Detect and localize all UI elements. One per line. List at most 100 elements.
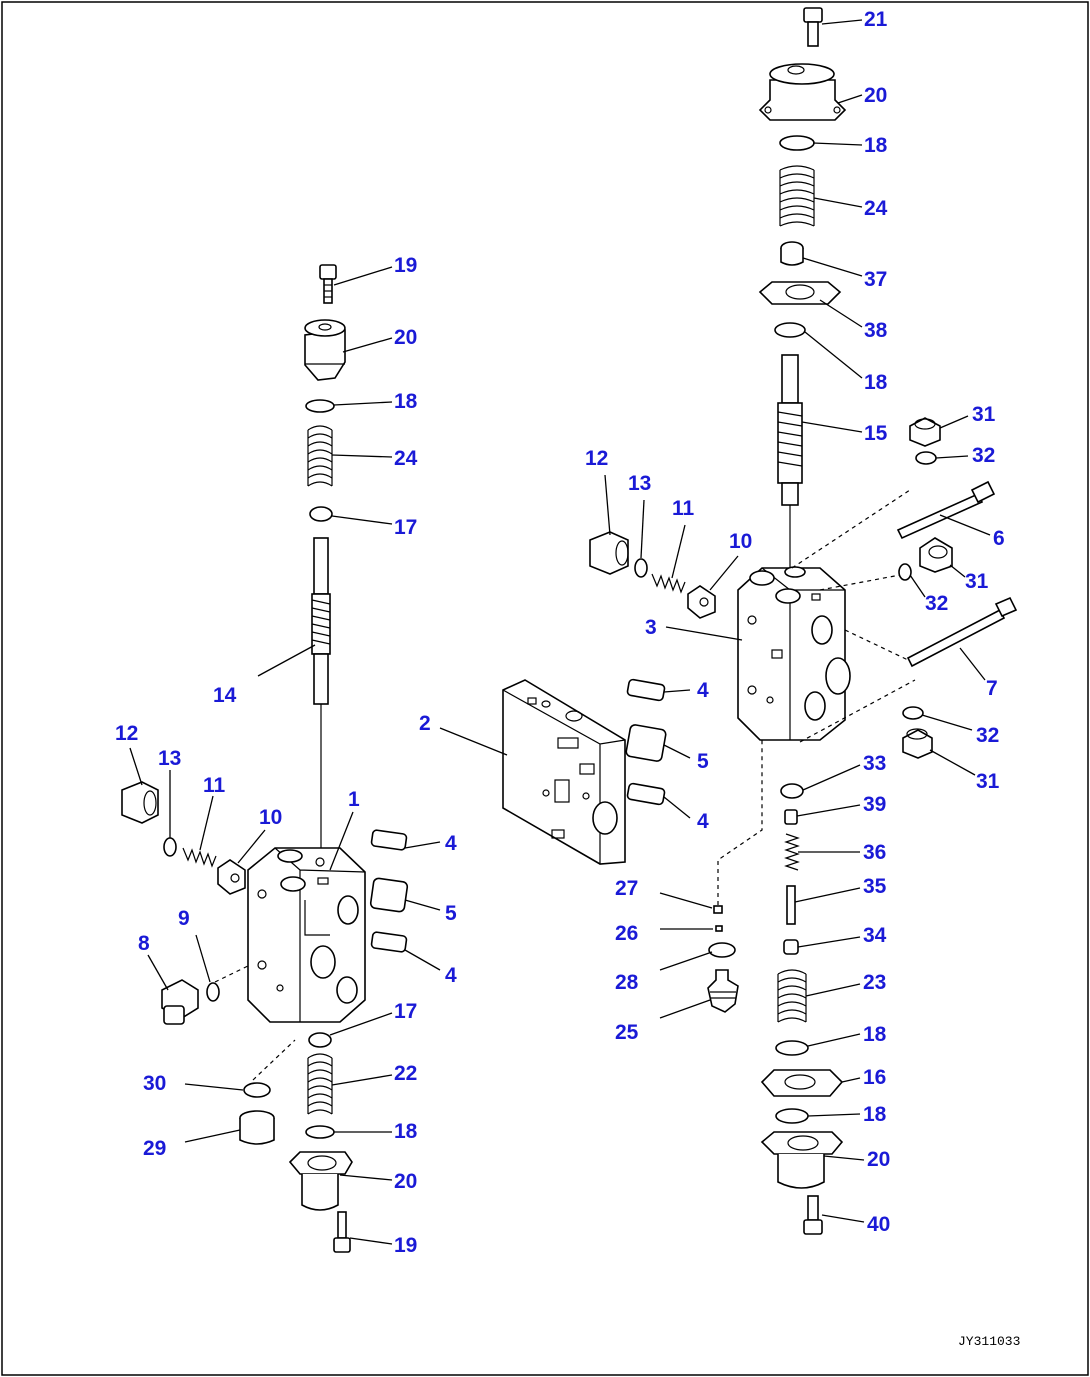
callout-5-left: 5 bbox=[445, 902, 457, 925]
o-ring-18-right-1 bbox=[779, 135, 815, 151]
plug-31-middle bbox=[919, 537, 953, 573]
callout-31-top: 31 bbox=[972, 403, 996, 426]
callout-3: 3 bbox=[645, 616, 657, 639]
bolt-6 bbox=[896, 480, 996, 540]
gasket-4-center-bottom bbox=[626, 782, 666, 806]
o-ring-13-right bbox=[634, 558, 648, 578]
part-27 bbox=[713, 905, 723, 914]
callout-37: 37 bbox=[864, 268, 887, 291]
callout-18-right-2: 18 bbox=[864, 371, 888, 394]
cap-20-right-bottom bbox=[760, 1131, 844, 1189]
callout-20-left-top: 20 bbox=[394, 326, 417, 349]
callout-32-bottom: 32 bbox=[976, 724, 999, 747]
part-33 bbox=[780, 783, 804, 799]
plug-29 bbox=[239, 1110, 275, 1145]
callout-23: 23 bbox=[863, 971, 886, 994]
bolt-40 bbox=[803, 1195, 823, 1235]
callout-11-left: 11 bbox=[203, 774, 226, 797]
cap-20-left-bottom bbox=[288, 1151, 353, 1211]
callout-24-right: 24 bbox=[864, 197, 888, 220]
callout-9: 9 bbox=[178, 907, 190, 930]
callout-18-right-1: 18 bbox=[864, 134, 888, 157]
bolt-21 bbox=[803, 7, 823, 47]
spring-24-left bbox=[307, 425, 333, 487]
callout-36: 36 bbox=[863, 841, 886, 864]
callout-4-left-bottom: 4 bbox=[445, 964, 457, 987]
callout-1: 1 bbox=[348, 788, 360, 811]
callout-17-left-top: 17 bbox=[394, 516, 417, 539]
plug-8 bbox=[161, 979, 199, 1025]
gasket-4-left-top bbox=[370, 829, 408, 851]
callout-18-right-4: 18 bbox=[863, 1103, 887, 1126]
spring-23 bbox=[777, 969, 807, 1023]
callout-29: 29 bbox=[143, 1137, 166, 1160]
callout-15: 15 bbox=[864, 422, 888, 445]
plug-12-right bbox=[589, 531, 629, 575]
callout-26: 26 bbox=[615, 922, 638, 945]
o-ring-32-middle bbox=[898, 563, 912, 581]
callout-17-left-bottom: 17 bbox=[394, 1000, 417, 1023]
cap-20-right-top bbox=[758, 63, 847, 121]
callout-20-right-bottom: 20 bbox=[867, 1148, 890, 1171]
callout-34: 34 bbox=[863, 924, 887, 947]
gasket-5-left bbox=[369, 877, 409, 913]
callout-13-left: 13 bbox=[158, 747, 181, 770]
bolt-19-bottom bbox=[333, 1211, 351, 1253]
plug-31-top bbox=[909, 417, 941, 447]
callout-35: 35 bbox=[863, 875, 887, 898]
callout-27: 27 bbox=[615, 877, 638, 900]
spool-14 bbox=[311, 537, 331, 855]
bolt-7 bbox=[906, 596, 1018, 668]
part-26 bbox=[715, 925, 723, 932]
callout-39: 39 bbox=[863, 793, 886, 816]
callout-32-middle: 32 bbox=[925, 592, 948, 615]
center-parts bbox=[502, 678, 763, 1013]
callout-14: 14 bbox=[213, 684, 237, 707]
callout-32-top: 32 bbox=[972, 444, 995, 467]
spring-11-left bbox=[182, 847, 217, 868]
callout-18-left-bottom: 18 bbox=[394, 1120, 418, 1143]
callout-8: 8 bbox=[138, 932, 150, 955]
callout-18-right-3: 18 bbox=[863, 1023, 887, 1046]
callout-38: 38 bbox=[864, 319, 888, 342]
callout-4-left-top: 4 bbox=[445, 832, 457, 855]
callout-24-left: 24 bbox=[394, 447, 418, 470]
callout-11-right: 11 bbox=[672, 497, 695, 520]
callout-12-right: 12 bbox=[585, 447, 608, 470]
o-ring-9 bbox=[206, 982, 220, 1002]
o-ring-32-top bbox=[915, 451, 937, 465]
o-ring-18-left-top bbox=[305, 399, 335, 413]
o-ring-28 bbox=[708, 942, 736, 958]
callout-19-left-bottom: 19 bbox=[394, 1234, 417, 1257]
valve-body-3 bbox=[737, 566, 851, 741]
plug-31-bottom bbox=[902, 728, 933, 759]
bolt-19-top bbox=[319, 264, 337, 304]
callout-20-right-top: 20 bbox=[864, 84, 887, 107]
spring-11-right bbox=[651, 573, 686, 594]
callout-4-center-top: 4 bbox=[697, 679, 709, 702]
callout-21: 21 bbox=[864, 8, 888, 31]
o-ring-18-right-4 bbox=[775, 1108, 809, 1124]
callout-5-center: 5 bbox=[697, 750, 709, 773]
plate-16 bbox=[760, 1069, 844, 1097]
callout-31-middle: 31 bbox=[965, 570, 989, 593]
o-ring-13-left bbox=[163, 837, 177, 857]
callout-12-left: 12 bbox=[115, 722, 138, 745]
callout-6: 6 bbox=[993, 527, 1005, 550]
callout-28: 28 bbox=[615, 971, 639, 994]
spring-24-right bbox=[779, 165, 815, 227]
drawing-code: JY311033 bbox=[958, 1334, 1020, 1349]
gasket-4-center-top bbox=[626, 678, 666, 702]
callout-22: 22 bbox=[394, 1062, 417, 1085]
valve-body-1 bbox=[247, 847, 366, 1023]
o-ring-18-right-3 bbox=[775, 1040, 809, 1056]
gasket-4-left-bottom bbox=[370, 931, 408, 953]
cap-20-top bbox=[304, 319, 346, 381]
callout-7: 7 bbox=[986, 677, 998, 700]
callout-13-right: 13 bbox=[628, 472, 651, 495]
callout-labels: 19 20 18 24 17 14 12 13 11 10 1 4 5 4 8 … bbox=[115, 8, 1005, 1257]
callout-19-left-top: 19 bbox=[394, 254, 417, 277]
part-39 bbox=[784, 809, 798, 825]
callout-33: 33 bbox=[863, 752, 886, 775]
